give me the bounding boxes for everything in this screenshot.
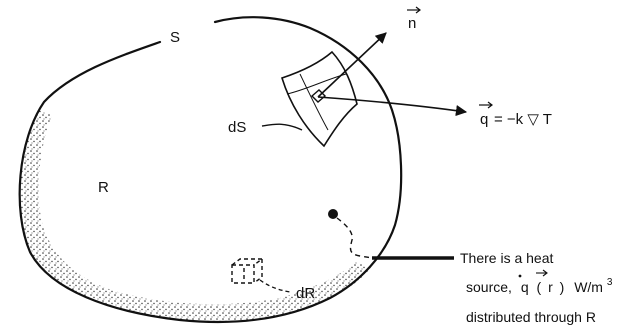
r-vector-arrow-icon — [536, 269, 548, 277]
patch-grid-line — [299, 73, 329, 131]
surface-element-label: dS — [228, 119, 246, 136]
qdot-dot-icon — [518, 274, 522, 278]
normal-label: n — [408, 15, 416, 32]
heat-source-dot — [328, 209, 338, 219]
heat-flux-label-rhs: = −k ▽ T — [494, 111, 552, 128]
normal-arrow — [317, 32, 387, 98]
surface-label: S — [170, 29, 180, 46]
heat-flux-label-q: q — [480, 111, 488, 128]
right-angle-marker — [310, 89, 327, 103]
source-note-open-paren: ( — [537, 279, 542, 295]
source-note-units: W/m — [574, 279, 603, 295]
source-note-line1: There is a heat — [460, 250, 553, 266]
source-note-q: q — [521, 279, 529, 295]
source-note-close-paren: ) — [560, 279, 565, 295]
source-note-r: r — [548, 279, 553, 295]
normal-vector-arrow-icon — [407, 6, 421, 14]
volume-element-cube — [231, 258, 265, 284]
dr-leader-line — [259, 279, 291, 293]
ds-leader-line — [261, 123, 303, 131]
surface-s-boundary — [18, 16, 403, 324]
q-vector-arrow-icon — [479, 101, 493, 109]
source-note-exponent: 3 — [607, 277, 613, 288]
heat-source-leader — [336, 217, 377, 259]
region-label: R — [98, 179, 109, 196]
source-note-line3: distributed through R — [466, 309, 596, 325]
heat-flux-arrow — [317, 96, 468, 117]
volume-element-label: dR — [296, 285, 315, 302]
source-note-prefix: source, — [466, 279, 512, 295]
source-note-line2: source, q ( r ) W/m 3 — [466, 277, 613, 295]
